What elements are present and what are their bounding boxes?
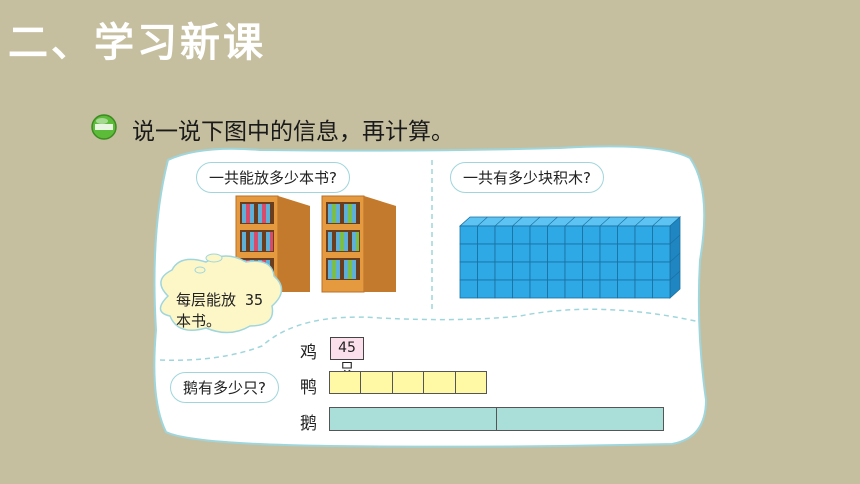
block-cube <box>599 261 618 281</box>
green-bullet-icon <box>91 114 117 140</box>
duck-bar-segment <box>391 371 425 394</box>
block-cube <box>599 279 618 299</box>
block-cube <box>652 225 671 245</box>
thought-line-2: 本书。 <box>176 312 222 330</box>
duck-bar-segment <box>329 371 362 394</box>
block-cube <box>477 225 496 245</box>
goose-label: 鹅 <box>300 414 317 434</box>
block-cube <box>599 225 618 245</box>
block-cube <box>547 279 566 299</box>
block-cube <box>512 279 531 299</box>
block-edge <box>494 216 506 227</box>
block-cube <box>529 225 548 245</box>
block-edge <box>512 216 523 227</box>
bookshelf-question: 一共能放多少本书? <box>196 162 350 193</box>
block-edge <box>669 234 681 245</box>
block-cube <box>494 279 513 299</box>
goose-bar-segment <box>329 407 497 431</box>
block-edge <box>564 216 576 227</box>
block-cube <box>512 261 531 281</box>
blocks-question: 一共有多少块积木? <box>450 162 604 193</box>
block-cube <box>529 261 548 281</box>
block-cube <box>617 225 636 245</box>
block-cube <box>634 243 653 263</box>
block-cube <box>652 243 671 263</box>
block-cube <box>564 279 583 299</box>
block-edge <box>669 252 681 263</box>
block-cube <box>652 279 671 299</box>
block-cube <box>459 261 478 281</box>
block-cube <box>582 279 601 299</box>
thought-line-1: 每层能放 35 <box>176 291 264 309</box>
bookshelf-right <box>321 195 396 293</box>
goose-question: 鹅有多少只? <box>170 372 279 403</box>
duck-bar-segment <box>454 371 487 394</box>
duck-bar-segment <box>360 371 393 394</box>
block-cube <box>459 279 478 299</box>
block-grid <box>458 216 682 299</box>
block-edge <box>669 270 681 281</box>
block-cube <box>634 225 653 245</box>
block-cube <box>599 243 618 263</box>
block-edge <box>529 216 541 227</box>
block-cube <box>529 243 548 263</box>
block-cube <box>547 243 566 263</box>
block-cube <box>547 261 566 281</box>
block-cube <box>582 261 601 281</box>
block-edge <box>582 216 593 227</box>
goose-bar <box>329 407 664 431</box>
block-edge <box>652 216 663 227</box>
block-cube <box>582 243 601 263</box>
block-edge <box>617 216 628 227</box>
block-cube <box>512 225 531 245</box>
block-cube <box>634 261 653 281</box>
block-edge <box>599 216 611 227</box>
block-cube <box>459 225 478 245</box>
block-edge <box>547 216 558 227</box>
page-title: 二、学习新课 <box>8 20 266 66</box>
chicken-count-box: 45 只 <box>330 337 364 377</box>
duck-label: 鸭 <box>300 378 317 398</box>
block-cube <box>634 279 653 299</box>
thought-text: 每层能放 35 本书。 <box>176 290 272 332</box>
block-cube <box>617 261 636 281</box>
block-cube <box>617 279 636 299</box>
block-cube <box>529 279 548 299</box>
block-cube <box>459 243 478 263</box>
thought-cloud <box>159 253 283 334</box>
block-cube <box>652 261 671 281</box>
block-cube <box>494 225 513 245</box>
block-cube <box>564 243 583 263</box>
block-cube <box>564 225 583 245</box>
block-edge <box>477 216 488 227</box>
block-cube <box>494 261 513 281</box>
block-cube <box>564 261 583 281</box>
block-cube <box>582 225 601 245</box>
goose-bar-segment <box>496 407 664 431</box>
duck-bar <box>329 371 487 394</box>
duck-bar-segment <box>423 371 456 394</box>
block-cube <box>617 243 636 263</box>
block-edge <box>634 216 646 227</box>
block-cube <box>494 243 513 263</box>
block-cube <box>512 243 531 263</box>
block-cube <box>477 279 496 299</box>
instruction-text: 说一说下图中的信息，再计算。 <box>132 119 454 145</box>
block-cube <box>547 225 566 245</box>
block-cube <box>477 261 496 281</box>
block-cube <box>477 243 496 263</box>
chicken-label: 鸡 <box>300 343 317 363</box>
